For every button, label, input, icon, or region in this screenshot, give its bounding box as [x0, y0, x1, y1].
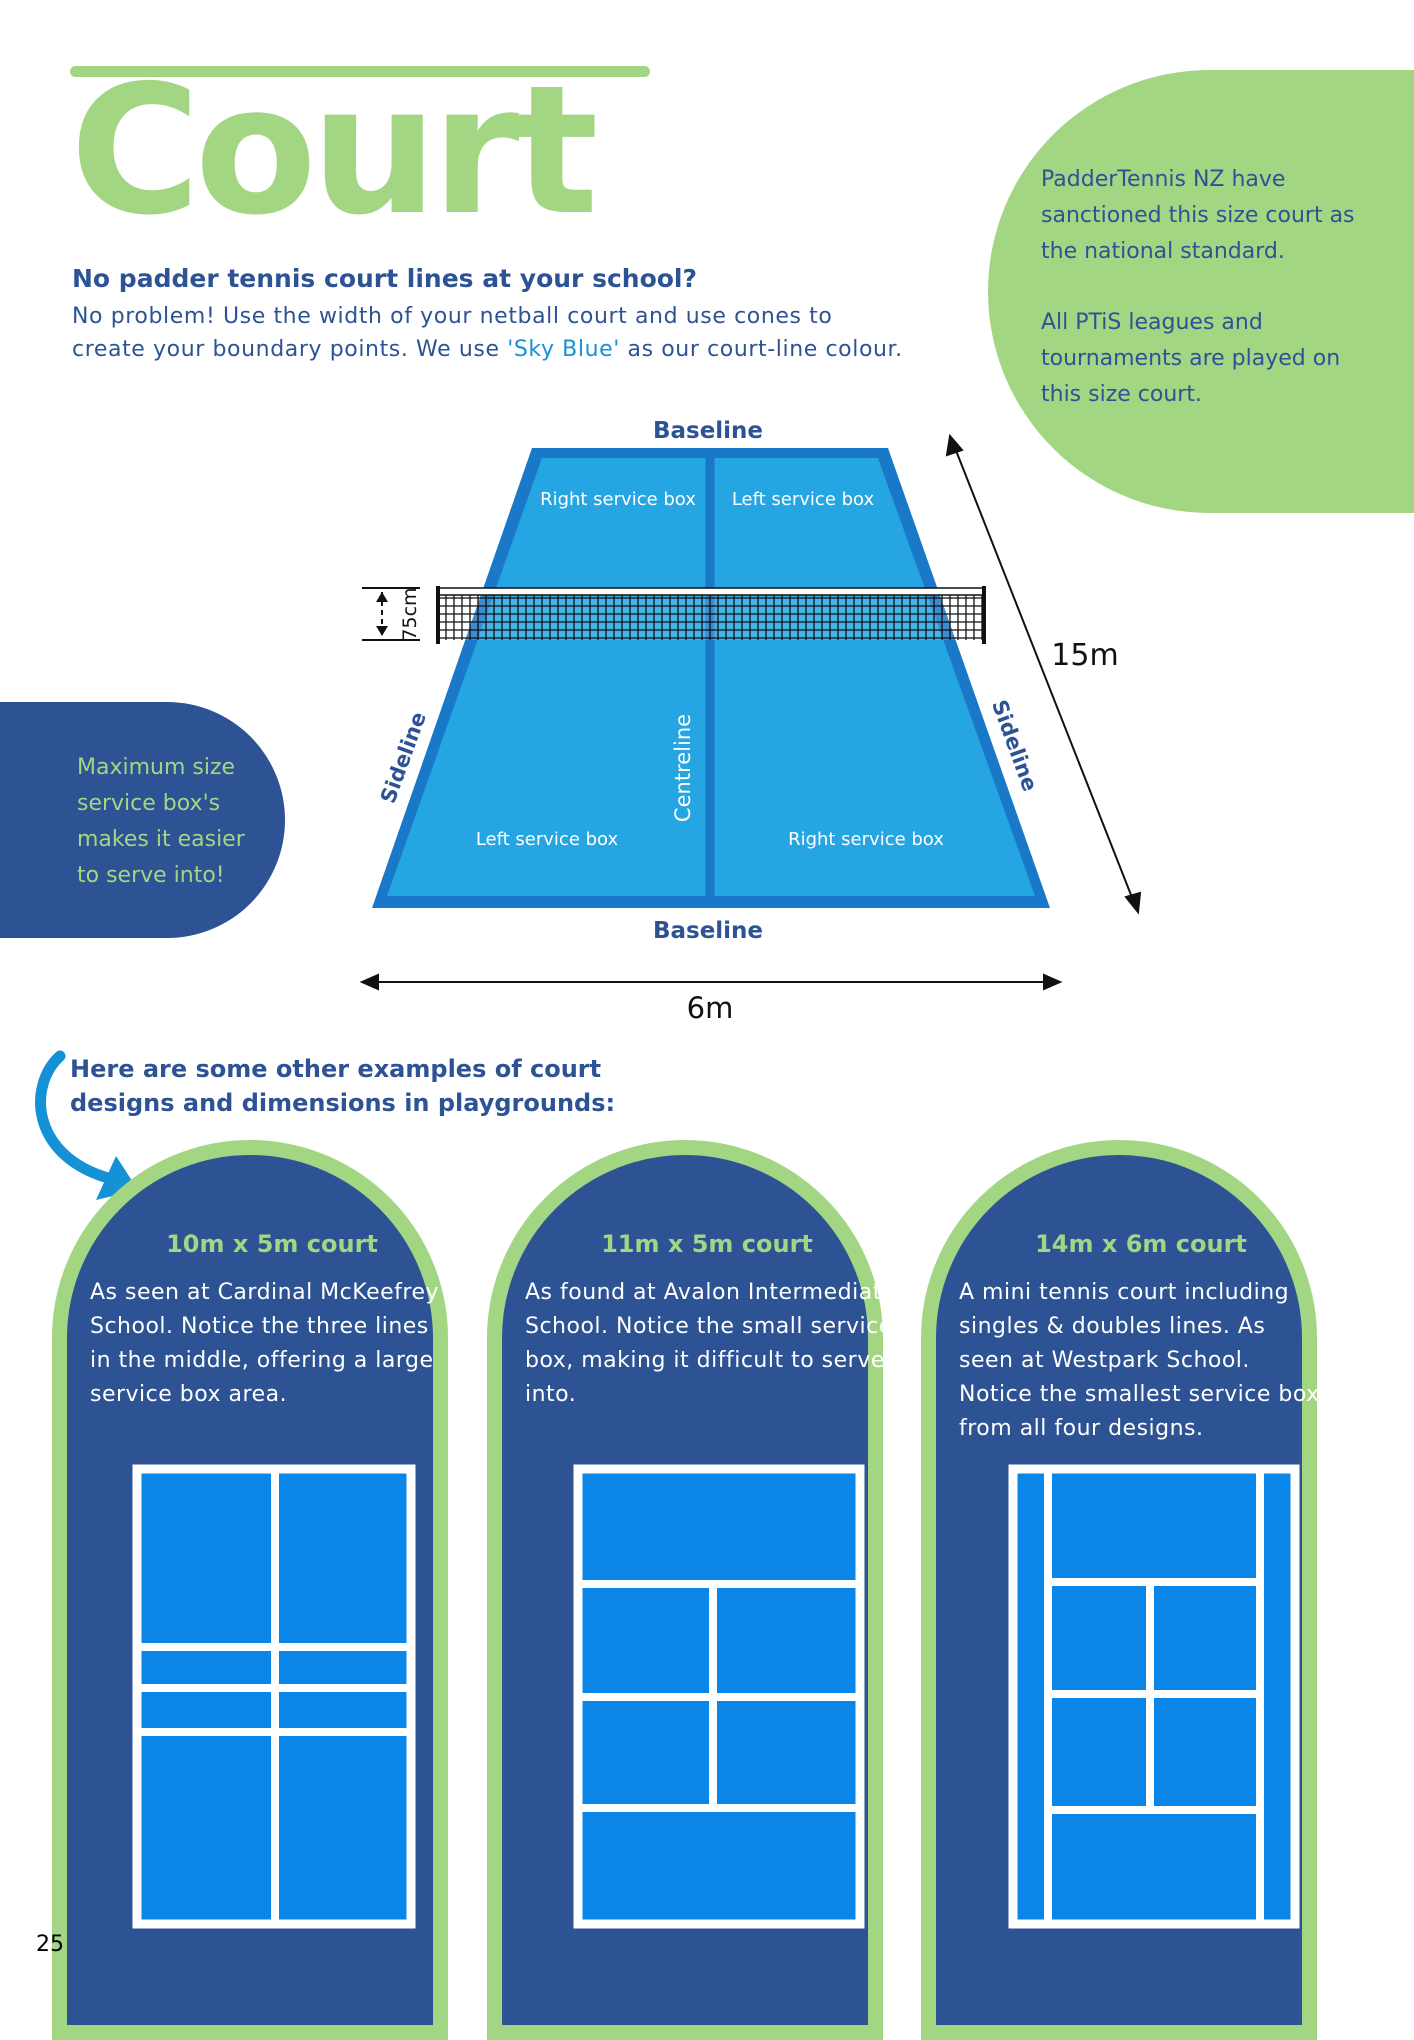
net-height-marker [362, 587, 420, 641]
green-callout-shape [988, 70, 1414, 513]
width-arrow [359, 973, 1063, 991]
left-service-box-bottom-label: Left service box [476, 829, 619, 850]
intro-text-end: as our court-line colour. [619, 337, 903, 362]
court-diagrams: 75cm Baseline Baseline Right service box… [359, 418, 1142, 1025]
intro-text-start: No problem! Use the width of your netbal… [72, 304, 833, 362]
card-text-14x6: A mini tennis court including singles & … [959, 1280, 1320, 1441]
card-title-14x6: 14m x 6m court [1035, 1230, 1247, 1258]
right-service-box-top-label: Right service box [540, 489, 696, 510]
length-label: 15m [1051, 638, 1118, 673]
examples-heading: Here are some other examples of court de… [70, 1055, 616, 1117]
card-title-10x5: 10m x 5m court [166, 1230, 378, 1258]
card-text-10x5: As seen at Cardinal McKeefrey School. No… [90, 1280, 440, 1407]
page-number: 25 [36, 1932, 64, 1957]
court-plan-10x5 [132, 1464, 416, 1929]
callout-paragraph-leagues: All PTiS leagues and tournaments are pla… [1041, 310, 1341, 407]
centreline-label: Centreline [671, 714, 695, 822]
net-height-label: 75cm [399, 587, 421, 640]
court-plan-11x5 [573, 1464, 865, 1929]
court-plan-14x6 [1008, 1464, 1300, 1929]
intro-paragraph: No problem! Use the width of your netbal… [72, 300, 912, 366]
right-service-box-bottom-label: Right service box [788, 829, 944, 850]
page-title: Court [70, 47, 599, 254]
baseline-bottom-label: Baseline [653, 918, 763, 944]
length-arrow [945, 433, 1142, 915]
green-callout-text: PadderTennis NZ have sanctioned this siz… [1041, 162, 1371, 448]
net [436, 586, 986, 644]
callout-paragraph-standard: PadderTennis NZ have sanctioned this siz… [1041, 167, 1355, 264]
card-text-11x5: As found at Avalon Intermediate School. … [525, 1280, 896, 1407]
baseline-top-label: Baseline [653, 418, 763, 444]
sky-blue-highlight: 'Sky Blue' [507, 337, 620, 362]
blue-callout-text: Maximum size service box's makes it easi… [77, 755, 245, 888]
left-service-box-top-label: Left service box [732, 489, 875, 510]
intro-question: No padder tennis court lines at your sch… [72, 264, 697, 293]
card-title-11x5: 11m x 5m court [601, 1230, 813, 1258]
width-label: 6m [687, 991, 734, 1025]
title-accent-bar [70, 66, 650, 77]
blue-callout-shape [0, 702, 285, 938]
